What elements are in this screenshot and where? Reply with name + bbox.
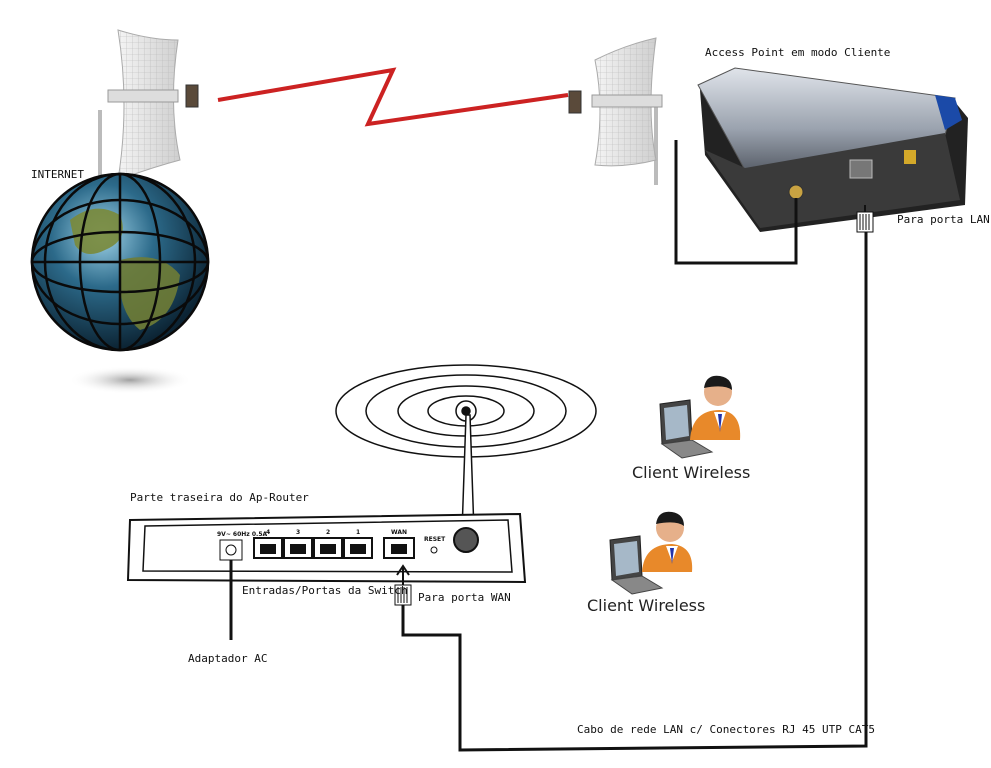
reset-label: RESET bbox=[424, 536, 446, 543]
access-point-icon bbox=[697, 67, 968, 232]
client-wireless-label-2: Client Wireless bbox=[587, 596, 705, 615]
antenna-cable bbox=[674, 140, 798, 265]
client-laptop-user-1-icon bbox=[659, 375, 741, 459]
lan-cable bbox=[401, 232, 868, 752]
internet-label: INTERNET bbox=[31, 168, 84, 181]
client-laptop-user-2-icon bbox=[609, 511, 693, 595]
router-back-label: Parte traseira do Ap-Router bbox=[130, 491, 309, 504]
port-number-3: 3 bbox=[296, 529, 300, 536]
wireless-link-line bbox=[217, 67, 569, 127]
port-number-2: 2 bbox=[326, 529, 330, 536]
router-back-panel: 9V~ 60Hz 0.5A 4 3 2 1 WAN RESET bbox=[126, 414, 527, 584]
rj45-connector-lan-icon bbox=[856, 205, 874, 233]
wan-port-label-text: Para porta WAN bbox=[418, 591, 511, 604]
switch-ports: 4 3 2 1 bbox=[253, 529, 373, 559]
cable-label: Cabo de rede LAN c/ Conectores RJ 45 UTP… bbox=[577, 723, 875, 736]
switch-ports-label: Entradas/Portas da Switch bbox=[242, 584, 408, 597]
rj45-connector-wan-icon bbox=[394, 564, 412, 606]
globe-icon bbox=[30, 172, 210, 394]
port-number-1: 1 bbox=[356, 529, 360, 536]
power-spec-label: 9V~ 60Hz 0.5A bbox=[217, 531, 268, 538]
wan-port-label: WAN bbox=[391, 529, 407, 536]
grid-antenna-right-icon bbox=[568, 37, 663, 185]
grid-antenna-left-icon bbox=[98, 29, 199, 185]
port-number-4: 4 bbox=[266, 529, 270, 536]
lan-port-label: Para porta LAN bbox=[897, 213, 990, 226]
ac-adapter-label: Adaptador AC bbox=[188, 652, 267, 665]
client-wireless-label-1: Client Wireless bbox=[632, 463, 750, 482]
access-point-label: Access Point em modo Cliente bbox=[705, 46, 890, 59]
